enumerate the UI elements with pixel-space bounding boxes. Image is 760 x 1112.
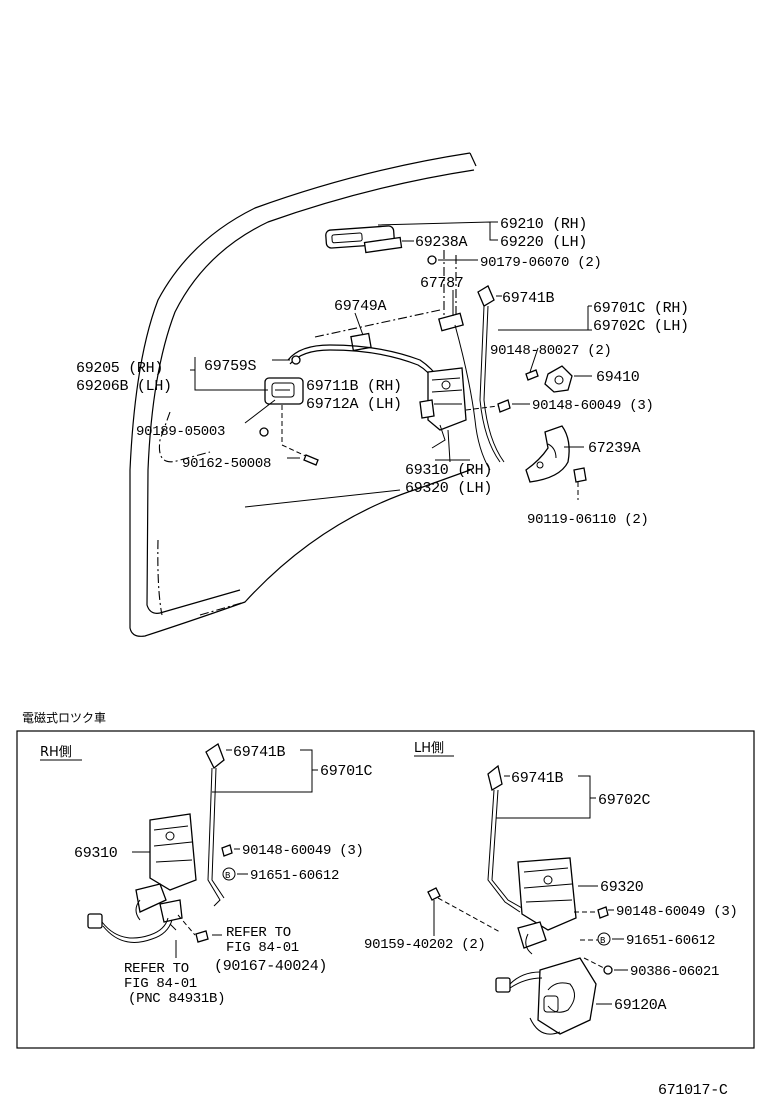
rh-refer2-a: REFER TO <box>124 961 189 977</box>
inset-frame <box>16 730 755 1049</box>
lh-label-90148: 90148-60049 (3) <box>616 904 738 920</box>
lh-lock-assembly <box>517 857 577 955</box>
lh-label-69741b: 69741B <box>511 770 564 787</box>
rh-b-mark: B <box>225 871 231 881</box>
label-90162: 90162-50008 <box>182 456 271 472</box>
rh-label-90148: 90148-60049 (3) <box>242 843 364 859</box>
label-90148-60049: 90148-60049 (3) <box>532 398 654 414</box>
label-69310: 69310 (RH) <box>405 462 492 479</box>
door-outline <box>129 152 477 637</box>
rh-refer1-a: REFER TO <box>226 925 291 941</box>
label-69741b: 69741B <box>502 290 555 307</box>
label-69759s: 69759S <box>204 358 257 375</box>
label-69320: 69320 (LH) <box>405 480 492 497</box>
rh-label-69310: 69310 <box>74 845 118 862</box>
label-67239a: 67239A <box>588 440 641 457</box>
label-69410: 69410 <box>596 369 640 386</box>
label-69711b: 69711B (RH) <box>306 378 402 395</box>
label-69712a: 69712A (LH) <box>306 396 402 413</box>
inset-title: 電磁式ロツク車 <box>22 710 106 725</box>
door-lock-assembly <box>419 367 470 463</box>
rh-refer1-b: FIG 84-01 <box>226 940 299 956</box>
inside-handle <box>264 377 304 405</box>
outside-handle <box>325 225 403 254</box>
lh-b-mark: B <box>600 936 606 946</box>
lh-label-69320: 69320 <box>600 879 644 896</box>
lh-label-90159: 90159-40202 (2) <box>364 937 486 953</box>
label-69205: 69205 (RH) <box>76 360 163 377</box>
rh-label-91651: 91651-60612 <box>250 868 339 884</box>
lh-label-69120a: 69120A <box>614 997 667 1014</box>
figure-id: 671017-C <box>658 1082 728 1099</box>
rh-heading: RH側 <box>40 745 72 760</box>
label-69749a: 69749A <box>334 298 387 315</box>
label-69210: 69210 (RH) <box>500 216 587 233</box>
label-69701c: 69701C (RH) <box>593 300 689 317</box>
label-90189: 90189-05003 <box>136 424 225 440</box>
rh-label-69701c: 69701C <box>320 763 373 780</box>
label-90119: 90119-06110 (2) <box>527 512 649 528</box>
label-69206b: 69206B (LH) <box>76 378 172 395</box>
lh-label-69702c: 69702C <box>598 792 651 809</box>
lh-actuator <box>495 957 597 1035</box>
label-69702c: 69702C (LH) <box>593 318 689 335</box>
rh-refer1-c: (90167-40024) <box>214 958 327 975</box>
label-67787: 67787 <box>420 275 464 292</box>
lh-heading: LH側 <box>414 741 444 756</box>
label-90179: 90179-06070 (2) <box>480 255 602 271</box>
rh-label-69741b: 69741B <box>233 744 286 761</box>
rh-refer2-b: FIG 84-01 <box>124 976 197 992</box>
label-69220: 69220 (LH) <box>500 234 587 251</box>
rh-refer2-c: (PNC 84931B) <box>128 991 225 1007</box>
label-69238a: 69238A <box>415 234 468 251</box>
rh-lock-assembly <box>135 813 197 923</box>
label-90148-80027: 90148-80027 (2) <box>490 343 612 359</box>
lh-label-90386: 90386-06021 <box>630 964 719 980</box>
lh-label-91651: 91651-60612 <box>626 933 715 949</box>
lock-bracket <box>525 425 570 483</box>
